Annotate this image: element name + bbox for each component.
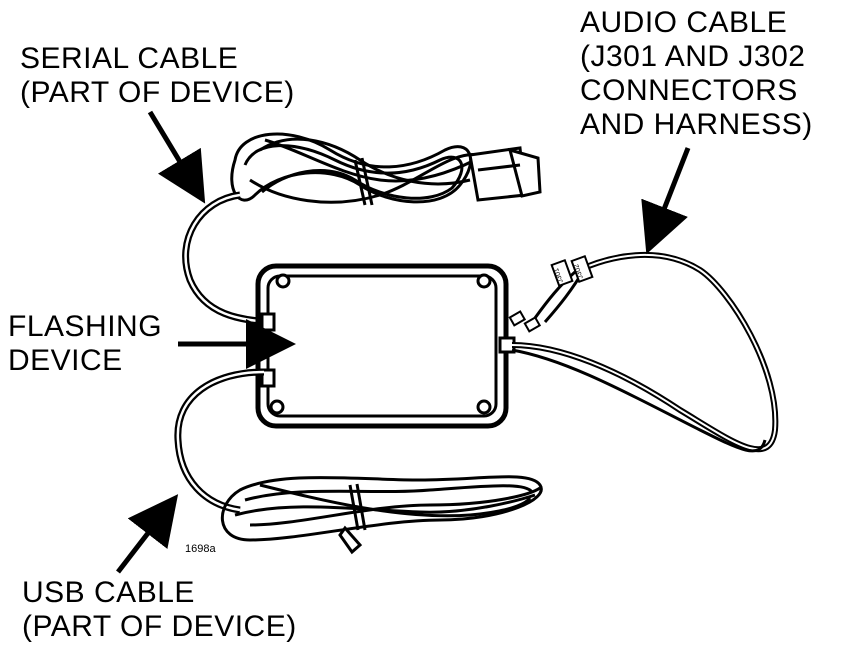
serial-label-line2: (PART OF DEVICE) [20, 76, 295, 109]
serial-arrow [147, 110, 206, 204]
flashing-device-label: FLASHING DEVICE [8, 310, 162, 378]
usb-cable-run [174, 368, 265, 514]
audio-label-line4: AND HARNESS) [580, 108, 813, 141]
tag-j302-text: J302 [573, 263, 585, 280]
audio-label-line3: CONNECTORS [580, 74, 798, 107]
serial-label-line1: SERIAL CABLE [20, 42, 239, 75]
usb-arrow [116, 494, 179, 574]
usb-cable-coil [221, 475, 543, 542]
audio-label-line2: (J301 AND J302 [580, 40, 806, 73]
figure-id-text: 1698a [185, 543, 216, 555]
usb-label-line2: (PART OF DEVICE) [22, 610, 297, 643]
audio-connector-tags [550, 254, 594, 288]
tag-j301-text: J301 [553, 267, 565, 284]
audio-label-line1: AUDIO CABLE [580, 6, 788, 39]
usb-connector [338, 525, 363, 555]
serial-cable-coil [230, 132, 481, 204]
audio-arrow [641, 147, 691, 255]
flashing-label-line1: FLASHING [8, 310, 163, 343]
audio-plug-ends [508, 310, 542, 333]
usb-cable-tie [348, 483, 367, 531]
serial-cable-tie [353, 157, 374, 206]
audio-cable-label: AUDIO CABLE (J301 AND J302 CONNECTORS AN… [580, 6, 813, 142]
serial-cable-label: SERIAL CABLE (PART OF DEVICE) [20, 42, 295, 110]
flashing-label-line2: DEVICE [8, 344, 123, 377]
flashing-device-box [255, 263, 509, 429]
audio-cable [511, 251, 779, 453]
serial-connector [468, 146, 542, 202]
usb-label-line1: USB CABLE [22, 576, 195, 609]
usb-cable-label: USB CABLE (PART OF DEVICE) [22, 576, 297, 644]
